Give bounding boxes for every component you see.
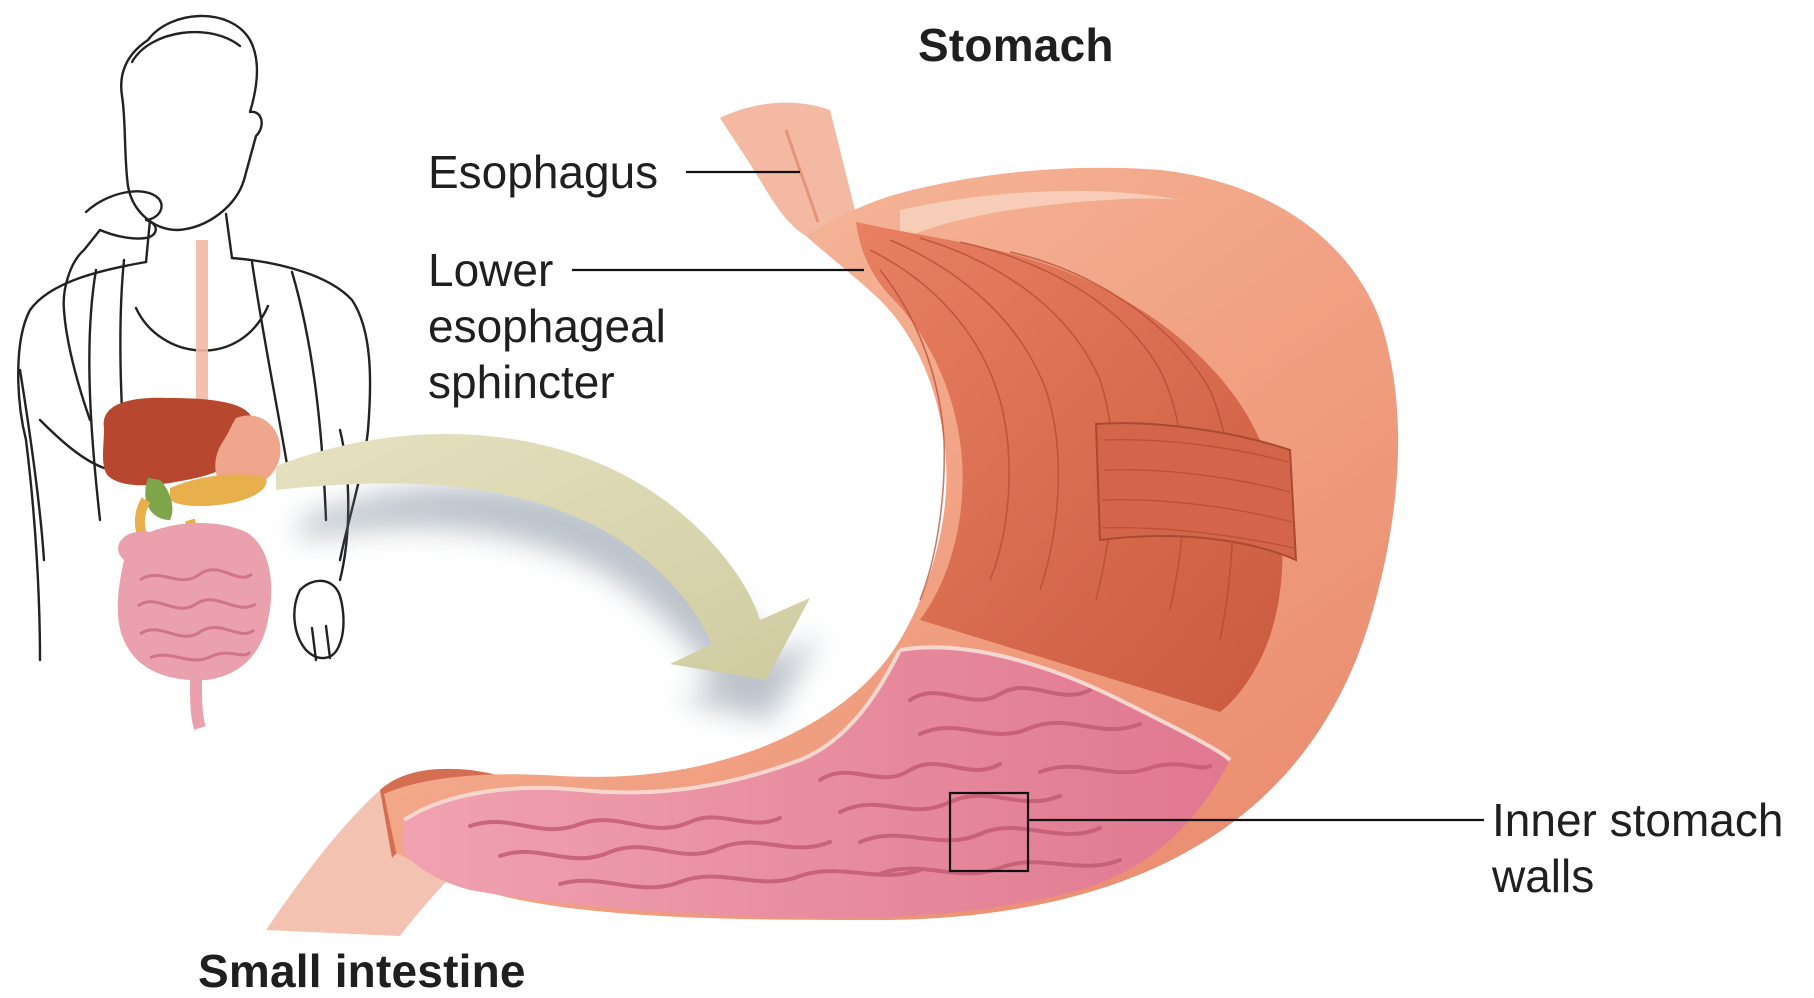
stomach-esophagus xyxy=(720,103,856,237)
small-intestine-title: Small intestine xyxy=(198,944,526,998)
zoom-arrow xyxy=(276,434,820,720)
mini-esophagus xyxy=(196,240,208,400)
lower-esophageal-sphincter-label: Lower esophageal sphincter xyxy=(428,242,666,410)
esophagus-label: Esophagus xyxy=(428,144,658,200)
inner-walls-label-line-1: Inner stomach xyxy=(1492,792,1783,848)
mini-gallbladder xyxy=(145,478,172,520)
arrow-body xyxy=(276,434,810,680)
mini-intestine xyxy=(118,523,272,680)
left-arm xyxy=(20,370,104,560)
les-label-line-2: esophageal xyxy=(428,298,666,354)
right-hand xyxy=(294,581,343,660)
neck-outline xyxy=(146,214,232,262)
mini-rectum xyxy=(196,680,200,728)
les-label-line-1: Lower xyxy=(428,242,666,298)
inner-stomach-walls-label: Inner stomach walls xyxy=(1492,792,1783,904)
hair-line xyxy=(132,32,240,62)
stomach-title: Stomach xyxy=(918,18,1114,72)
mini-organs xyxy=(103,240,280,728)
les-label-line-3: sphincter xyxy=(428,354,666,410)
hand-near-mouth xyxy=(64,191,162,420)
inner-walls-label-line-2: walls xyxy=(1492,848,1783,904)
